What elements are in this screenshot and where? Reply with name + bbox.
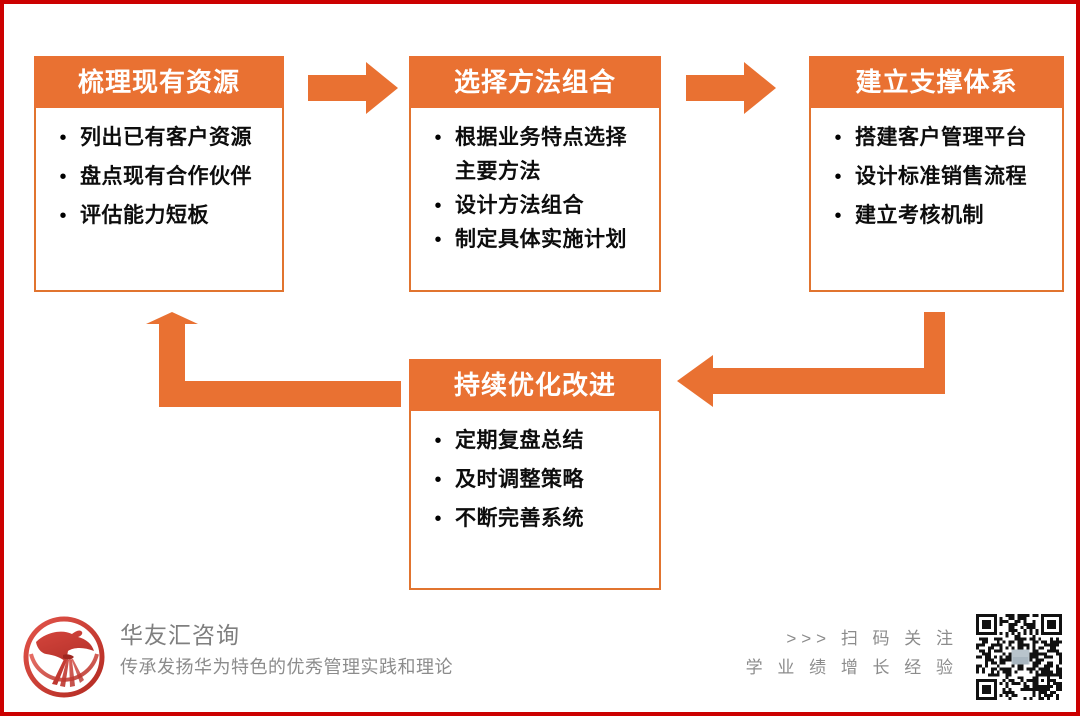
bullet-icon: • — [434, 469, 442, 491]
list-item: • 盘点现有合作伙伴 — [46, 161, 272, 193]
elbow-arrow-up-icon-box4-box1 — [136, 312, 401, 407]
list-item-label: 评估能力短板 — [80, 204, 209, 227]
list-item-continuation: 主要方法 — [421, 156, 649, 188]
process-box-3-title: 建立支撑体系 — [809, 56, 1064, 108]
elbow-arrow-left-icon-box3-box4 — [677, 312, 945, 407]
list-item: • 建立考核机制 — [821, 200, 1052, 232]
process-box-4-body: • 定期复盘总结 • 及时调整策略 • 不断完善系统 — [411, 411, 659, 588]
bullet-icon: • — [59, 127, 67, 149]
list-item: • 搭建客户管理平台 — [821, 122, 1052, 154]
list-item: • 根据业务特点选择 — [421, 122, 649, 154]
process-box-2-body: • 根据业务特点选择 主要方法 • 设计方法组合 • 制定具体实施计划 — [411, 108, 659, 290]
list-item-label: 根据业务特点选择 — [455, 126, 627, 149]
process-box-3[interactable]: 建立支撑体系 • 搭建客户管理平台 • 设计标准销售流程 • 建立考核机制 — [809, 56, 1064, 292]
bullet-icon: • — [434, 508, 442, 530]
cta-line-2: 学 业 绩 增 长 经 验 — [745, 658, 958, 677]
footer: 华友汇咨询 传承发扬华为特色的优秀管理实践和理论 >>> 扫 码 关 注 学 业… — [4, 606, 1076, 712]
list-item-label: 建立考核机制 — [855, 204, 984, 227]
list-item: • 不断完善系统 — [421, 503, 649, 535]
list-item: • 制定具体实施计划 — [421, 224, 649, 256]
list-item-label: 列出已有客户资源 — [80, 126, 252, 149]
list-item-label: 制定具体实施计划 — [455, 228, 627, 251]
process-box-2-title: 选择方法组合 — [409, 56, 661, 108]
process-box-4[interactable]: 持续优化改进 • 定期复盘总结 • 及时调整策略 • 不断完善系统 — [409, 359, 661, 590]
list-item-label: 设计标准销售流程 — [855, 165, 1027, 188]
brand-text-block: 华友汇咨询 传承发扬华为特色的优秀管理实践和理论 — [120, 618, 453, 682]
process-box-2[interactable]: 选择方法组合 • 根据业务特点选择 主要方法 • 设计方法组合 • 制定具体实施… — [409, 56, 661, 292]
list-item-label: 及时调整策略 — [455, 468, 584, 491]
bullet-icon: • — [834, 127, 842, 149]
process-box-1-body: • 列出已有客户资源 • 盘点现有合作伙伴 • 评估能力短板 — [36, 108, 282, 290]
bullet-icon: • — [834, 205, 842, 227]
process-box-1[interactable]: 梳理现有资源 • 列出已有客户资源 • 盘点现有合作伙伴 • 评估能力短板 — [34, 56, 284, 292]
qr-code-icon[interactable] — [976, 614, 1062, 700]
phoenix-circle-logo — [22, 612, 106, 702]
list-item-label: 设计方法组合 — [455, 194, 584, 217]
list-item: • 定期复盘总结 — [421, 425, 649, 457]
list-item-label: 盘点现有合作伙伴 — [80, 165, 252, 188]
process-box-4-title: 持续优化改进 — [409, 359, 661, 411]
arrow-right-icon-box2-box3 — [686, 62, 776, 114]
process-box-1-title: 梳理现有资源 — [34, 56, 284, 108]
list-item: • 评估能力短板 — [46, 200, 272, 232]
bullet-icon: • — [59, 205, 67, 227]
cta-text-block: >>> 扫 码 关 注 学 业 绩 增 长 经 验 — [746, 624, 958, 682]
list-item: • 设计方法组合 — [421, 190, 649, 222]
bullet-icon: • — [434, 195, 442, 217]
bullet-icon: • — [59, 166, 67, 188]
bullet-icon: • — [434, 127, 442, 149]
process-box-3-body: • 搭建客户管理平台 • 设计标准销售流程 • 建立考核机制 — [811, 108, 1062, 290]
list-item-label: 搭建客户管理平台 — [855, 126, 1027, 149]
brand-name: 华友汇咨询 — [120, 622, 240, 648]
bullet-icon: • — [834, 166, 842, 188]
list-item: • 设计标准销售流程 — [821, 161, 1052, 193]
brand-slogan: 传承发扬华为特色的优秀管理实践和理论 — [120, 657, 453, 677]
list-item: • 列出已有客户资源 — [46, 122, 272, 154]
bullet-icon: • — [434, 229, 442, 251]
list-item-label: 不断完善系统 — [455, 507, 584, 530]
cta-line-1: >>> 扫 码 关 注 — [786, 629, 958, 648]
list-item-label: 定期复盘总结 — [455, 429, 584, 452]
bullet-icon: • — [434, 430, 442, 452]
arrow-right-icon-box1-box2 — [308, 62, 398, 114]
list-item-label: 主要方法 — [455, 160, 541, 183]
list-item: • 及时调整策略 — [421, 464, 649, 496]
